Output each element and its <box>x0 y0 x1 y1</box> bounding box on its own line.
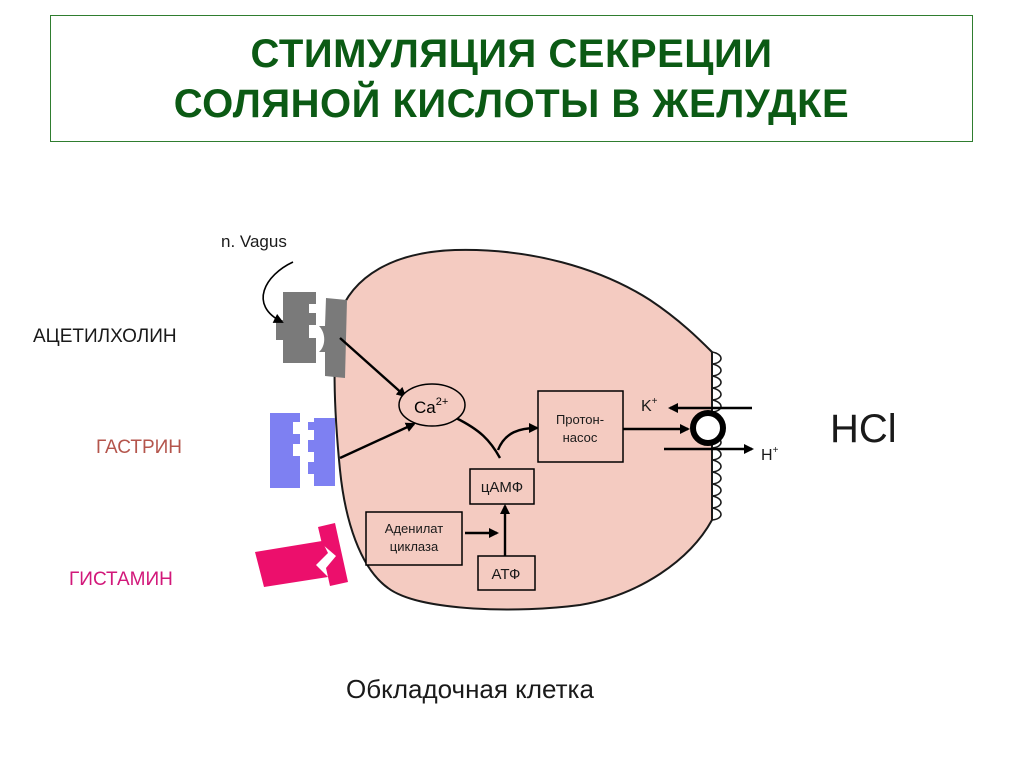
proton-pump-label-1: Протон- <box>556 412 604 427</box>
title-line-1: СТИМУЛЯЦИЯ СЕКРЕЦИИ <box>250 31 773 76</box>
gastrin-label: ГАСТРИН <box>96 437 182 458</box>
gastrin-to-ca-arrow <box>339 422 416 460</box>
acetylcholine-to-ca-arrow <box>339 337 407 398</box>
histamine-receptor <box>255 523 348 587</box>
title-line-2: СОЛЯНОЙ КИСЛОТЫ В ЖЕЛУДКЕ <box>173 81 850 126</box>
proton-pump-label-2: насос <box>563 430 598 445</box>
proton-pump-ring <box>690 410 726 446</box>
adenylate-cyclase-label-2: циклаза <box>390 539 439 554</box>
ca-to-proton-arrow <box>455 416 502 459</box>
atp-label: АТФ <box>492 566 521 583</box>
proton-pump-box <box>537 390 624 463</box>
atp-box <box>477 555 536 591</box>
vagus-label: n. Vagus <box>221 232 287 251</box>
cell-caption: Обкладочная клетка <box>346 674 594 704</box>
camp-box <box>469 468 535 505</box>
acetylcholine-receptor <box>276 292 347 378</box>
acetylcholine-label: АЦЕТИЛХОЛИН <box>33 326 177 347</box>
title-box: СТИМУЛЯЦИЯ СЕКРЕЦИИ СОЛЯНОЙ КИСЛОТЫ В ЖЕ… <box>50 15 973 142</box>
camp-to-proton-arrow <box>496 423 539 451</box>
camp-label: цАМФ <box>481 479 523 496</box>
vagus-arrow <box>262 261 294 323</box>
k-ion-label: K+ <box>641 396 658 415</box>
gastrin-receptor <box>270 413 335 488</box>
h-ion-label: H+ <box>761 445 779 464</box>
hcl-label: HCl <box>830 407 897 451</box>
adenylate-cyclase-label-1: Аденилат <box>385 521 443 536</box>
ca-ion-label: Ca2+ <box>414 396 448 417</box>
ca-ion-node <box>398 383 466 427</box>
adenylate-cyclase-box <box>365 511 463 566</box>
histamine-label: ГИСТАМИН <box>69 569 173 590</box>
